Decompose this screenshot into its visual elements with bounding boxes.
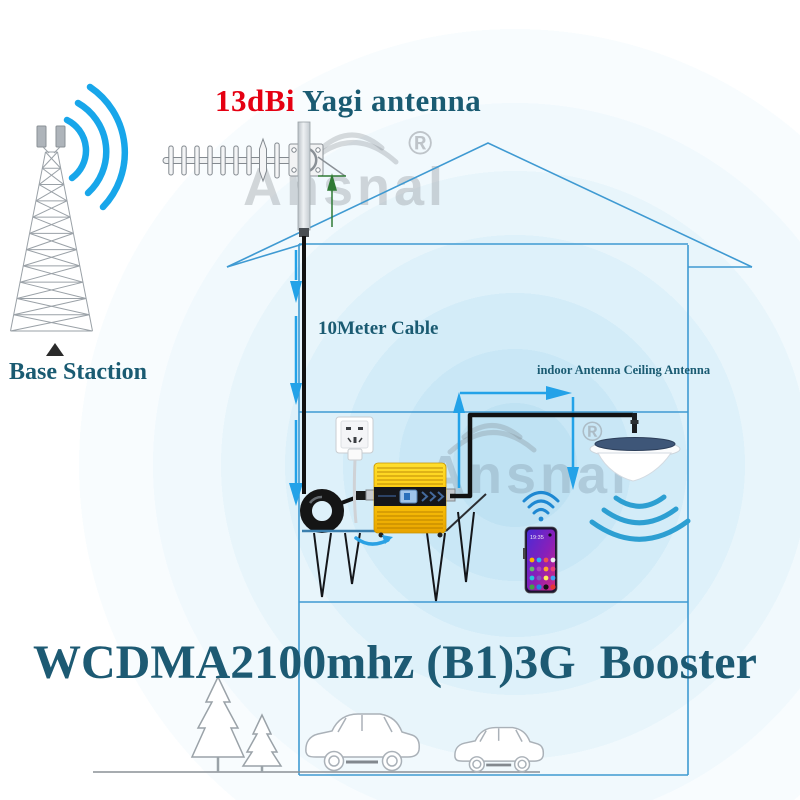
antenna-name-text: Yagi antenna bbox=[295, 83, 482, 118]
car-icon bbox=[305, 713, 420, 772]
watermark-arcs-icon bbox=[305, 132, 537, 455]
product-title: WCDMA2100mhz (B1)3G Booster bbox=[33, 636, 757, 689]
smartphone-icon: 19:35 bbox=[523, 526, 558, 594]
swoosh-arrow-icon bbox=[354, 535, 393, 546]
phone-app-grid bbox=[529, 557, 556, 590]
tower-icon bbox=[10, 125, 93, 332]
driven-element bbox=[259, 137, 267, 183]
tower-signal-waves-icon bbox=[63, 83, 129, 211]
base-station-label: Base Staction bbox=[9, 359, 147, 385]
registered-mark-top: ® bbox=[408, 126, 432, 159]
booster-device bbox=[365, 462, 456, 538]
registered-glyph: ® bbox=[582, 416, 603, 447]
tower-antenna-panel-left bbox=[36, 125, 47, 148]
house-outline bbox=[226, 142, 753, 776]
ceiling-antenna-icon bbox=[589, 413, 681, 482]
yagi-antenna-icon bbox=[162, 137, 346, 183]
registered-mark-middle: ® bbox=[582, 418, 603, 446]
trees-icon bbox=[190, 675, 283, 772]
wall-outlet bbox=[335, 416, 374, 461]
power-plug bbox=[347, 448, 363, 461]
phone-time: 19:35 bbox=[530, 535, 544, 541]
ceiling-cable bbox=[450, 412, 633, 499]
height-dimension-arrow bbox=[318, 173, 346, 227]
tower-antenna-panel-right bbox=[55, 125, 66, 148]
cable-coil bbox=[300, 489, 344, 533]
cable-label: 10Meter Cable bbox=[318, 318, 439, 339]
base-station-pointer-icon bbox=[46, 343, 64, 356]
wifi-icon bbox=[522, 491, 560, 522]
registered-glyph: ® bbox=[408, 124, 433, 161]
indoor-antenna-label: indoor Antenna Ceiling Antenna bbox=[537, 363, 711, 377]
car-icon bbox=[454, 726, 545, 773]
antenna-gain-text: 13dBi bbox=[215, 83, 296, 118]
power-cord bbox=[352, 459, 358, 524]
booster-chevrons bbox=[421, 491, 445, 502]
mounting-pole bbox=[297, 121, 311, 237]
coax-cable bbox=[300, 236, 376, 533]
signal-flow-arrows bbox=[289, 250, 579, 506]
tower-lattice bbox=[10, 151, 93, 332]
indoor-signal-waves-icon bbox=[589, 494, 691, 542]
yagi-antenna-title: 13dBi Yagi antenna bbox=[215, 85, 481, 116]
